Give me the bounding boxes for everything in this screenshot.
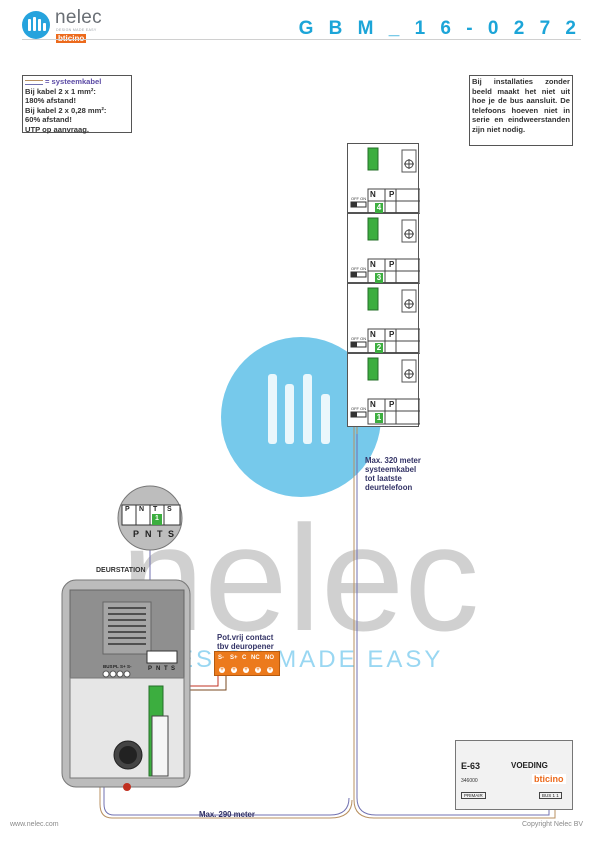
cable-note: = systeemkabel Bij kabel 2 x 1 mm²: 180%… [22, 75, 132, 134]
door-phone: N P OFF ON 2 [347, 283, 420, 354]
relay-label: Pot.vrij contact tbv deuropener [217, 633, 274, 651]
installation-note: Bij installaties zonder beeld maakt het … [469, 75, 573, 146]
door-station-s: S [171, 666, 176, 672]
door-station-t: T [164, 666, 168, 672]
max-320-label: Max. 320 meter systeemkabel tot laatste … [365, 456, 421, 492]
door-phone-n-label: N [370, 400, 376, 409]
zoom-bottom-p: P [133, 529, 140, 539]
cable-note-line: Bij kabel 2 x 0,28 mm²: [25, 105, 107, 115]
cable-swatch-icon [25, 79, 43, 85]
door-phone-n-label: N [370, 260, 376, 269]
relay-terminal: NC [251, 655, 260, 661]
door-phone-drawing [350, 147, 420, 214]
door-phone-n-label: N [370, 330, 376, 339]
door-phone-number: 1 [375, 413, 383, 423]
cable-note-line: UTP op aanvraag. [25, 124, 90, 134]
relay-terminal: S- [218, 655, 224, 661]
footer-website: www.nelec.com [10, 821, 59, 828]
max-290-label: Max. 290 meter [199, 810, 255, 819]
door-phone-drawing [350, 357, 420, 425]
relay-terminal: S+ [230, 655, 238, 661]
door-phone-switch: OFF ON [351, 196, 367, 201]
logo-brand: bticino [56, 34, 87, 43]
psu-code: 346000 [461, 778, 478, 784]
relay-module: S- S+ C NC NO +++++ [214, 651, 280, 676]
document-code: G B M _ 1 6 - 0 2 7 2 [298, 18, 581, 39]
door-phone-drawing [350, 217, 420, 284]
psu-primair: PRIMAIR [461, 792, 486, 799]
footer-copyright: Copyright Nelec BV [522, 821, 584, 828]
cable-note-line: Bij kabel 2 x 1 mm²: [25, 86, 96, 96]
terminal-bus: BUS [103, 664, 113, 669]
power-supply: E-63 VOEDING 346000 bticino PRIMAIR BUS … [455, 740, 573, 810]
header-divider [22, 39, 581, 40]
logo-name: nelec [55, 7, 102, 28]
nelec-logo-icon [22, 11, 50, 39]
terminal-s-minus: S- [127, 664, 132, 669]
zoom-bottom-t: T [157, 529, 163, 539]
zoom-label-t: T [153, 506, 158, 513]
psu-title: VOEDING [511, 761, 548, 770]
zoom-bottom-n: N [145, 529, 152, 539]
door-phone-switch: OFF ON [351, 336, 367, 341]
door-phone-p-label: P [389, 330, 395, 339]
door-phone-p-label: P [389, 190, 395, 199]
zoom-label-n: N [139, 506, 145, 513]
door-station-p: P [148, 666, 153, 672]
watermark-tagline: DESIGN MADE EASY [157, 646, 444, 673]
cable-legend: = systeemkabel [45, 77, 102, 86]
psu-brand: bticino [532, 774, 566, 784]
door-phone-p-label: P [389, 260, 395, 269]
zoom-value: 1 [155, 515, 159, 522]
door-station-label: DEURSTATION [96, 567, 146, 574]
door-phone-number: 3 [375, 273, 383, 283]
door-phone: N P OFF ON 4 [347, 143, 420, 214]
door-station-n: N [156, 666, 161, 672]
door-phone-n-label: N [370, 190, 376, 199]
door-phone-switch: OFF ON [351, 266, 367, 271]
door-phone-p-label: P [389, 400, 395, 409]
terminal-s-plus: S+ [120, 664, 126, 669]
logo-tagline: DESIGN MADE EASY [56, 28, 97, 32]
cable-note-line: 60% afstand! [25, 115, 72, 124]
door-phone: N P OFF ON 3 [347, 213, 420, 284]
zoom-label-p: P [125, 506, 130, 513]
door-phone-number: 2 [375, 343, 383, 353]
door-phone-drawing [350, 287, 420, 354]
nelec-logo: nelec DESIGN MADE EASY bticino [22, 7, 132, 43]
psu-model: E-63 [461, 761, 481, 771]
zoom-label-s: S [167, 506, 172, 513]
door-phone-number: 4 [375, 203, 383, 213]
relay-terminal: C [242, 655, 247, 661]
psu-bus: BUS 1 1 [539, 792, 562, 799]
door-phone: N P OFF ON 1 [347, 353, 420, 427]
door-phone-switch: OFF ON [351, 406, 367, 411]
cable-note-line: 180% afstand! [25, 96, 77, 105]
zoom-bottom-s: S [168, 529, 175, 539]
terminal-pl: PL [113, 664, 119, 669]
relay-terminal: NO [265, 655, 274, 661]
